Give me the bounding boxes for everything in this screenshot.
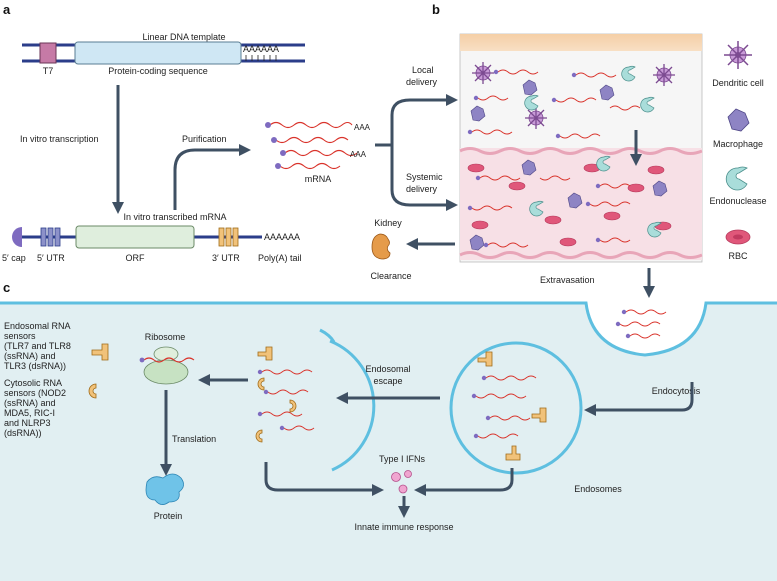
endosomal-sensor-icon [91,343,109,361]
svg-text:(TLR7 and TLR8: (TLR7 and TLR8 [4,341,71,351]
cell-cytoplasm [0,301,777,581]
innate-immune-response: Type I IFNs Innate immune response [264,454,514,532]
svg-text:Endosomal RNA: Endosomal RNA [4,321,71,331]
endosome [449,341,583,475]
panel-label-a: a [3,2,11,17]
endonuclease-icon [725,166,748,191]
svg-text:TLR3 (dsRNA)): TLR3 (dsRNA)) [4,361,66,371]
endosomal-escape-label-1: Endosomal [365,364,410,374]
local-delivery-arrow [375,94,458,147]
panel-label-b: b [432,2,440,17]
cap-5-label: 5′ cap [2,253,26,263]
coding-sequence-label: Protein-coding sequence [108,66,208,76]
utr-3-box [218,227,239,247]
svg-text:Dendritic cell: Dendritic cell [712,78,764,88]
endosomes-label: Endosomes [574,484,622,494]
orf-label: ORF [126,253,146,263]
innate-immune-response-label: Innate immune response [354,522,453,532]
local-delivery-label-1: Local [412,65,434,75]
panel-label-c: c [3,280,10,295]
svg-text:(dsRNA)): (dsRNA)) [4,428,42,438]
escaping-endosome [255,328,376,472]
svg-text:MDA5, RIC-I: MDA5, RIC-I [4,408,55,418]
cytosolic-sensor-icon [88,383,97,399]
mrna-label: mRNA [305,174,332,184]
svg-text:(ssRNA) and: (ssRNA) and [4,351,56,361]
systemic-delivery-label-1: Systemic [406,172,443,182]
protein-label: Protein [154,511,183,521]
cell-legend: Dendritic cell Macrophage Endonuclease R… [709,41,767,261]
mrna-cluster: AAA AAA mRNA [265,121,371,184]
kidney-icon [371,233,391,260]
dna-template: Linear DNA template T7 Protein-coding se… [22,32,305,76]
ivt-mrna-construct: In vitro transcribed mRNA AAAAAA 5′ cap … [2,212,302,263]
cytosolic-sensors: Cytosolic RNA sensors (NOD2 (ssRNA) and … [4,378,97,438]
svg-text:sensors (NOD2: sensors (NOD2 [4,388,66,398]
utr-3-label: 3′ UTR [212,253,240,263]
ribosome: Ribosome [139,332,195,385]
svg-text:and NLRP3: and NLRP3 [4,418,51,428]
legend-rbc: RBC [725,229,751,261]
cap-5-icon [12,227,22,247]
aaa-label-2: AAA [350,150,367,159]
purification-arrow [173,144,251,210]
orf-box [75,225,195,249]
type-i-ifns-label: Type I IFNs [379,454,426,464]
svg-text:Macrophage: Macrophage [713,139,763,149]
clearance-label: Clearance [370,271,411,281]
ivt-mrna-title: In vitro transcribed mRNA [123,212,226,222]
protein: Protein [145,473,184,521]
ifn-molecules [391,470,412,494]
endocytosis-arrow [584,382,694,416]
template-poly-a: AAAAAA [243,44,279,54]
endosomal-escape-label-2: escape [373,376,402,386]
plasma-membrane [0,301,777,357]
kidney-clearance: Kidney Clearance [370,218,455,281]
svg-text:RBC: RBC [728,251,748,261]
svg-text:(ssRNA) and: (ssRNA) and [4,398,56,408]
t7-promoter-box [39,42,57,64]
aaa-label-1: AAA [354,123,371,132]
svg-text:Endonuclease: Endonuclease [709,196,766,206]
poly-a-tail-label: Poly(A) tail [258,253,302,263]
purification-label: Purification [182,134,227,144]
endocytosis-label: Endocytosis [652,386,701,396]
legend-macrophage: Macrophage [713,108,763,149]
protein-icon [145,473,184,505]
translation-label: Translation [172,434,216,444]
skin-layer [460,34,702,51]
legend-dendritic-cell: Dendritic cell [712,41,764,88]
template-title: Linear DNA template [142,32,225,42]
in-vitro-transcription-label: In vitro transcription [20,134,99,144]
t7-label: T7 [43,66,54,76]
local-delivery-label-2: delivery [406,77,438,87]
tissue-box [459,33,703,263]
macrophage-icon [727,108,750,132]
ribosome-large-subunit [143,359,189,385]
kidney-label: Kidney [374,218,402,228]
utr-5-label: 5′ UTR [37,253,65,263]
svg-text:sensors: sensors [4,331,36,341]
extravasation-label: Extravasation [540,275,595,285]
svg-text:Cytosolic RNA: Cytosolic RNA [4,378,62,388]
endosomal-sensors: Endosomal RNA sensors (TLR7 and TLR8 (ss… [4,321,109,371]
mrna-poly-a: AAAAAA [264,232,300,242]
utr-5-box [40,227,61,247]
ribosome-label: Ribosome [145,332,186,342]
systemic-delivery-arrow [390,145,458,211]
legend-endonuclease: Endonuclease [709,166,767,206]
coding-sequence-box [74,41,242,65]
systemic-delivery-label-2: delivery [406,184,438,194]
